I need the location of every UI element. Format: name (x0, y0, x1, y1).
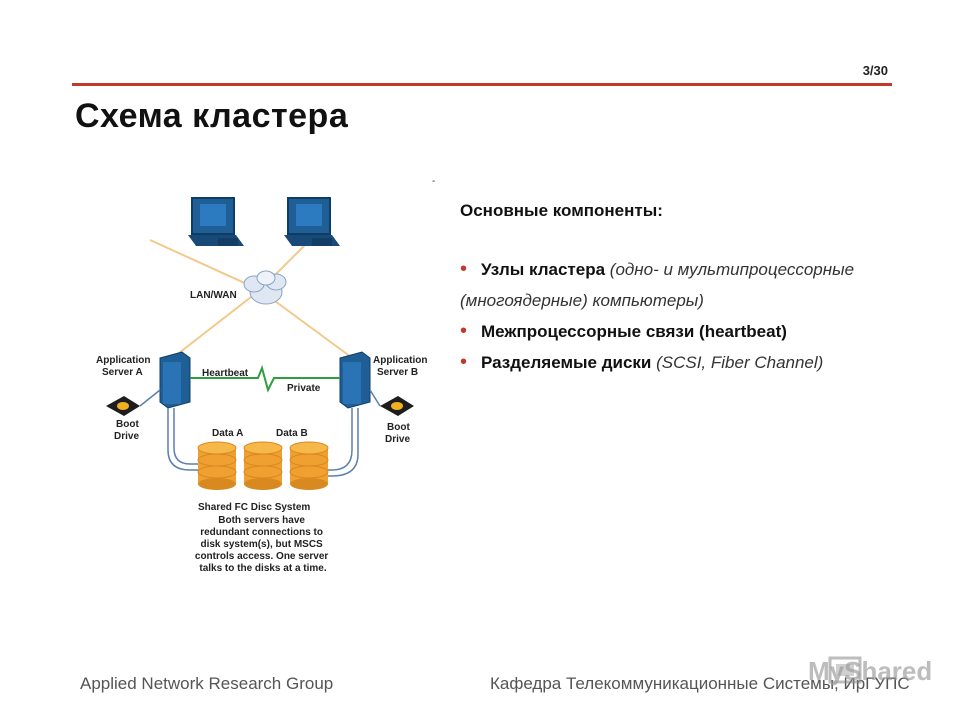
bullet-item: • Разделяемые диски (SCSI, Fiber Channel) (460, 347, 880, 378)
data-b-label: Data B (276, 428, 308, 439)
boot-drive-left-icon (106, 396, 140, 416)
boot-link-right (369, 389, 381, 407)
bullet-icon: • (460, 320, 468, 342)
components-text: Основные компоненты: • Узлы кластера (одн… (460, 195, 880, 378)
page-number: 3/30 (862, 63, 888, 78)
lan-cloud-icon (243, 270, 287, 305)
disc-system-title: Shared FC Disc System (198, 502, 310, 513)
title-divider (72, 83, 892, 86)
heartbeat-label: Heartbeat (202, 368, 249, 379)
watermark-logo-icon (828, 656, 862, 684)
server-a-icon (159, 351, 191, 409)
disk-stack-3-icon (289, 441, 329, 490)
boot-drive-left-label: Boot Drive (114, 419, 142, 442)
bullet-item: • Межпроцессорные связи (heartbeat) (460, 316, 880, 347)
bullet-bold: Разделяемые диски (481, 353, 652, 372)
slide-title: Схема кластера (75, 97, 349, 135)
bullet-item: • Узлы кластера (одно- и мультипроцессорн… (460, 254, 880, 316)
bullet-icon: • (460, 351, 468, 373)
lan-label: LAN/WAN (190, 290, 237, 301)
server-b-label: Application Server B (373, 355, 430, 378)
watermark-text: MyShared (808, 656, 933, 686)
footer-group-name: Applied Network Research Group (80, 674, 334, 693)
cluster-diagram: LAN/WAN Application Server A Application… (96, 197, 430, 574)
bullet-icon: • (460, 258, 468, 280)
disc-system-description: Both servers have redundant connections … (195, 515, 331, 574)
server-b-icon (339, 351, 371, 409)
private-label: Private (287, 383, 321, 394)
disk-stack-1-icon (197, 441, 237, 490)
bullet-bold: Узлы кластера (481, 260, 606, 279)
small-mark: - (432, 176, 436, 187)
bullet-bold: Межпроцессорные связи (heartbeat) (481, 322, 787, 341)
server-a-label: Application Server A (96, 355, 153, 378)
boot-drive-right-label: Boot Drive (385, 422, 413, 445)
disk-stack-2-icon (243, 441, 283, 490)
footer-department: Кафедра Телекоммуникационные Системы, Ир… (490, 674, 910, 693)
components-heading: Основные компоненты: (460, 201, 663, 220)
boot-drive-right-icon (380, 396, 414, 416)
boot-link-left (139, 389, 161, 407)
bullet-italic: (SCSI, Fiber Channel) (651, 353, 824, 372)
network-links (149, 239, 356, 361)
data-a-label: Data A (212, 428, 243, 439)
workstation-left-icon (188, 197, 244, 246)
fc-connections (167, 408, 359, 477)
heartbeat-link (190, 364, 340, 393)
bullet-italic: (одно- и мультипроцессорные (многоядерны… (460, 260, 855, 310)
workstation-right-icon (284, 197, 340, 246)
